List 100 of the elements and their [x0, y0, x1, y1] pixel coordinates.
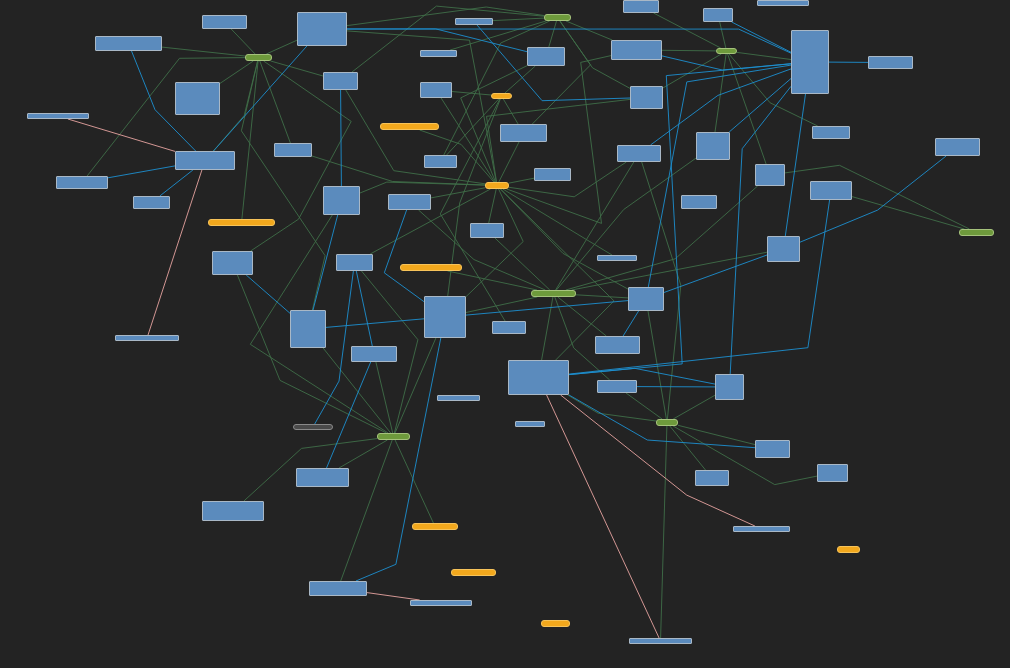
- connector-line: [312, 214, 339, 311]
- table-card: [500, 124, 547, 142]
- connector-line: [440, 97, 496, 183]
- connector-line: [460, 65, 528, 183]
- connector-line: [677, 424, 756, 446]
- connector-line: [567, 394, 657, 422]
- connector-line: [504, 65, 536, 94]
- connector-line: [548, 20, 557, 48]
- table-card: [351, 346, 397, 362]
- connector-line: [568, 63, 792, 376]
- connector-line: [250, 60, 352, 252]
- table-card: [868, 56, 913, 69]
- connector-line: [565, 185, 759, 291]
- connector-line: [736, 51, 792, 60]
- tag-pill: [716, 48, 737, 54]
- connector-line: [828, 61, 869, 63]
- connector-line: [661, 49, 717, 52]
- connector-line: [465, 300, 629, 316]
- connector-line: [546, 394, 660, 639]
- connector-line: [728, 78, 792, 133]
- table-card: [755, 164, 785, 186]
- connector-line: [236, 274, 387, 434]
- connector-line: [443, 20, 551, 156]
- connector-line: [661, 55, 792, 71]
- connector-line: [498, 141, 520, 183]
- connector-line: [557, 296, 607, 337]
- connector-line: [554, 296, 611, 381]
- table-card: [629, 638, 692, 644]
- table-card: [757, 0, 809, 6]
- connector-line: [555, 161, 635, 291]
- connector-line: [571, 251, 768, 291]
- tag-pill: [400, 264, 462, 271]
- connector-line: [131, 50, 197, 152]
- connector-line: [314, 270, 354, 425]
- connector-line: [311, 155, 486, 186]
- table-card: [133, 196, 170, 209]
- connector-line: [500, 188, 615, 361]
- connector-line: [245, 274, 291, 314]
- connector-line: [784, 93, 806, 237]
- connector-line: [565, 20, 613, 41]
- connector-line: [502, 188, 613, 256]
- connector-line: [559, 20, 631, 89]
- connector-line: [67, 118, 176, 152]
- table-card: [175, 82, 220, 115]
- connector-line: [647, 310, 667, 420]
- table-card: [623, 0, 659, 13]
- table-card: [515, 421, 545, 427]
- connector-line: [249, 214, 389, 434]
- connector-line: [568, 394, 756, 449]
- table-card: [534, 168, 571, 181]
- connector-line: [383, 209, 425, 303]
- connector-line: [322, 347, 392, 434]
- connector-line: [326, 361, 372, 469]
- tag-pill: [531, 290, 576, 297]
- connector-line: [375, 361, 394, 434]
- connector-line: [340, 89, 342, 187]
- table-card: [630, 86, 663, 109]
- table-card: [733, 526, 790, 532]
- connector-line: [636, 386, 716, 388]
- tag-pill: [541, 620, 570, 627]
- table-card: [323, 72, 358, 90]
- connector-line: [240, 60, 326, 311]
- tag-pill: [656, 419, 678, 426]
- connector-line: [641, 161, 682, 420]
- connector-line: [672, 394, 716, 420]
- connector-line: [161, 46, 246, 57]
- connector-line: [446, 98, 500, 156]
- table-card: [27, 113, 89, 119]
- connector-line: [660, 425, 668, 639]
- table-card: [817, 464, 848, 482]
- connector-line: [669, 425, 706, 471]
- connector-line: [575, 294, 629, 299]
- connector-line: [346, 28, 528, 53]
- table-card: [309, 581, 367, 596]
- table-card: [212, 251, 253, 275]
- table-card: [410, 600, 472, 606]
- table-card: [527, 47, 565, 66]
- connector-line: [259, 60, 291, 144]
- tag-pill: [544, 14, 571, 21]
- connector-line: [625, 392, 663, 420]
- connector-line: [338, 439, 388, 469]
- connector-line: [719, 21, 727, 49]
- connector-line: [727, 53, 767, 165]
- connector-line: [492, 17, 545, 22]
- table-card: [290, 310, 326, 348]
- table-card: [597, 380, 637, 393]
- table-card: [628, 287, 664, 311]
- tag-pill: [412, 523, 458, 530]
- connector-line: [366, 592, 421, 601]
- table-card: [508, 360, 569, 395]
- tag-pill: [245, 54, 272, 61]
- table-card: [935, 138, 980, 156]
- connector-line: [508, 177, 535, 184]
- connector-line: [647, 64, 792, 288]
- connector-line: [728, 53, 819, 127]
- connector-line: [541, 296, 554, 361]
- tag-pill: [208, 219, 275, 226]
- table-card: [297, 12, 347, 46]
- connector-line: [560, 394, 756, 527]
- table-card: [323, 186, 360, 215]
